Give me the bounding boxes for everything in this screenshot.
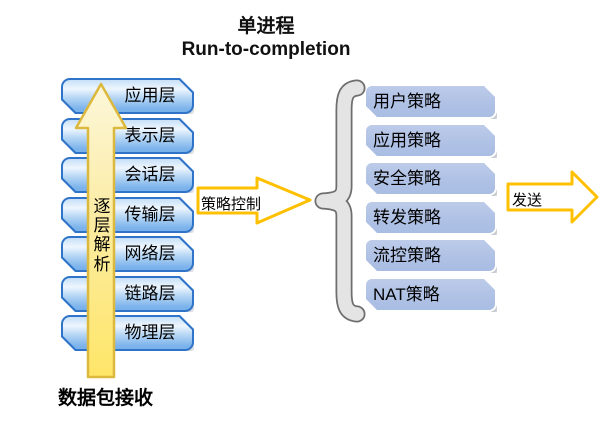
osi-layer-label: 应用层 [124, 86, 176, 105]
policy-box-forwarding: 转发策略 [364, 200, 497, 235]
parse-arrow-label: 逐层解析 [93, 197, 111, 274]
diagram-title: 单进程 Run-to-completion [116, 15, 416, 61]
osi-layer-box-physical: 物理层 [61, 315, 194, 351]
policy-box-application: 应用策略 [364, 123, 497, 158]
osi-layer-box-presentation: 表示层 [61, 118, 194, 154]
policy-box-label: 安全策略 [373, 169, 441, 188]
osi-layer-label: 传输层 [124, 205, 176, 224]
osi-layer-box-session: 会话层 [61, 157, 194, 193]
grouping-brace-outline [314, 79, 366, 323]
policy-box-fill [366, 86, 495, 117]
policy-box-flow-control: 流控策略 [364, 238, 497, 273]
packet-receive-label: 数据包接收 [58, 388, 154, 409]
osi-layer-box-network: 网络层 [61, 236, 194, 272]
osi-layer-label: 网络层 [124, 244, 176, 263]
policy-control-arrow-label: 策略控制 [201, 196, 262, 213]
send-arrow-label: 发送 [512, 192, 543, 209]
osi-layer-label: 表示层 [124, 126, 176, 145]
policy-box-security: 安全策略 [364, 161, 497, 196]
policy-box-user: 用户策略 [364, 84, 497, 119]
policy-box-label: 应用策略 [373, 131, 441, 150]
policy-box-nat: NAT策略 [364, 277, 497, 312]
policy-box-fill [366, 125, 495, 156]
osi-layer-box-transport: 传输层 [61, 197, 194, 233]
osi-layer-label: 链路层 [124, 284, 176, 303]
policy-box-label: NAT策略 [373, 285, 440, 304]
osi-layer-box-application: 应用层 [61, 78, 194, 114]
policy-box-fill [366, 202, 495, 233]
osi-layer-label: 会话层 [124, 165, 176, 184]
policy-box-label: 用户策略 [373, 92, 441, 111]
title-line-cn: 单进程 [237, 16, 295, 37]
osi-layer-label: 物理层 [124, 323, 176, 342]
osi-layer-box-link: 链路层 [61, 276, 194, 312]
policy-box-fill [366, 240, 495, 271]
policy-box-label: 转发策略 [373, 208, 441, 227]
policy-box-fill [366, 163, 495, 194]
title-line-en: Run-to-completion [181, 39, 351, 60]
grouping-brace [316, 81, 364, 321]
policy-box-label: 流控策略 [373, 246, 441, 265]
policy-box-fill [366, 279, 495, 310]
